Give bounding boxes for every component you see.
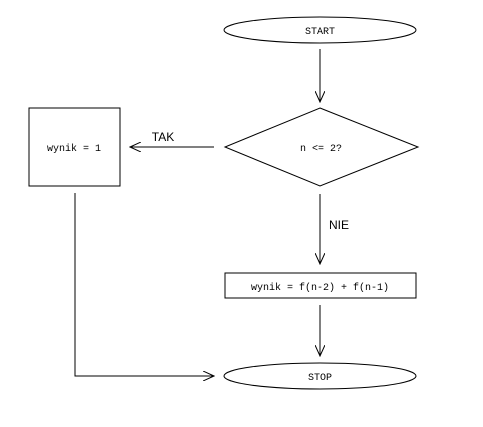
condition-node: n <= 2? bbox=[223, 107, 420, 187]
branch-yes-label: TAK bbox=[152, 130, 174, 144]
branch-no-label: NIE bbox=[329, 218, 349, 232]
arrow-base-to-stop bbox=[74, 193, 214, 376]
start-node: START bbox=[223, 16, 417, 44]
start-label: START bbox=[305, 27, 335, 38]
stop-node: STOP bbox=[223, 362, 417, 390]
assign-recursive-label: wynik = f(n-2) + f(n-1) bbox=[251, 282, 389, 294]
assign-recursive-node: wynik = f(n-2) + f(n-1) bbox=[224, 272, 417, 299]
stop-label: STOP bbox=[308, 373, 332, 384]
condition-label: n <= 2? bbox=[300, 144, 342, 155]
assign-base-label: wynik = 1 bbox=[47, 143, 101, 155]
assign-base-node: wynik = 1 bbox=[28, 107, 121, 187]
